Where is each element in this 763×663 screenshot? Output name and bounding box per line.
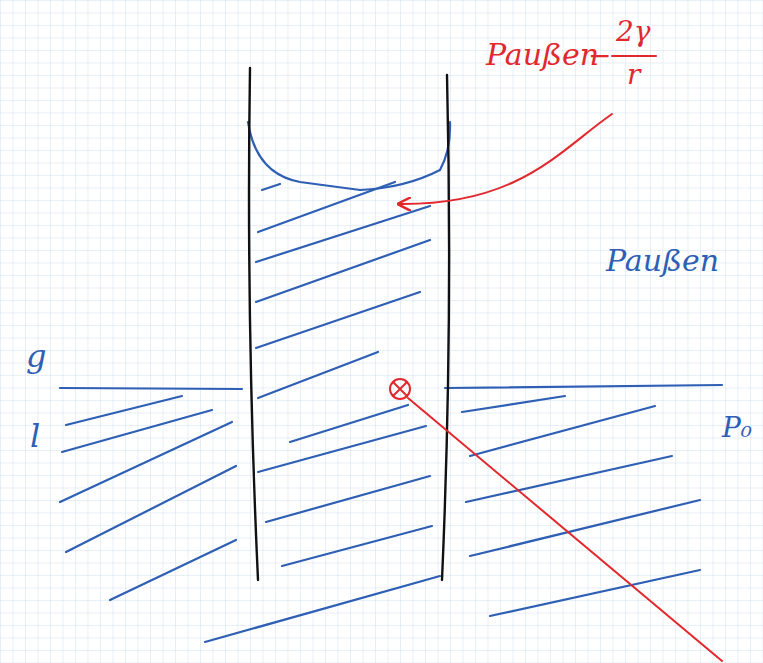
point-marker	[390, 379, 410, 399]
meniscus	[248, 122, 450, 190]
outside-pressure-text: Paußen	[606, 243, 719, 278]
liquid-phase-label: l	[30, 420, 40, 452]
point-marker	[393, 382, 407, 396]
fraction-bar	[612, 55, 656, 57]
pointer-arrow	[400, 114, 612, 204]
gas-phase-label: g	[26, 340, 46, 372]
leader-line	[408, 398, 722, 661]
fraction-denominator: r	[627, 61, 640, 89]
outside-pressure: Paußen	[606, 246, 719, 276]
pressure-term-text: Paußen	[486, 37, 599, 72]
gas-phase-label-text: g	[26, 337, 46, 375]
liquid-hatching	[60, 182, 700, 642]
liquid-surface	[60, 388, 242, 389]
surface-pressure-text: P₀	[722, 411, 752, 444]
minus-sign: −	[588, 42, 611, 70]
fraction-numerator: 2γ	[616, 18, 651, 46]
liquid-surface	[445, 385, 722, 388]
pressure-term: Paußen	[486, 40, 599, 70]
fraction-numerator-text: 2γ	[616, 15, 651, 48]
minus-sign-text: −	[588, 39, 611, 72]
capillary-tube	[249, 68, 449, 580]
fraction-denominator-text: r	[627, 58, 640, 91]
liquid-phase-label-text: l	[30, 417, 40, 455]
surface-pressure: P₀	[722, 414, 752, 442]
